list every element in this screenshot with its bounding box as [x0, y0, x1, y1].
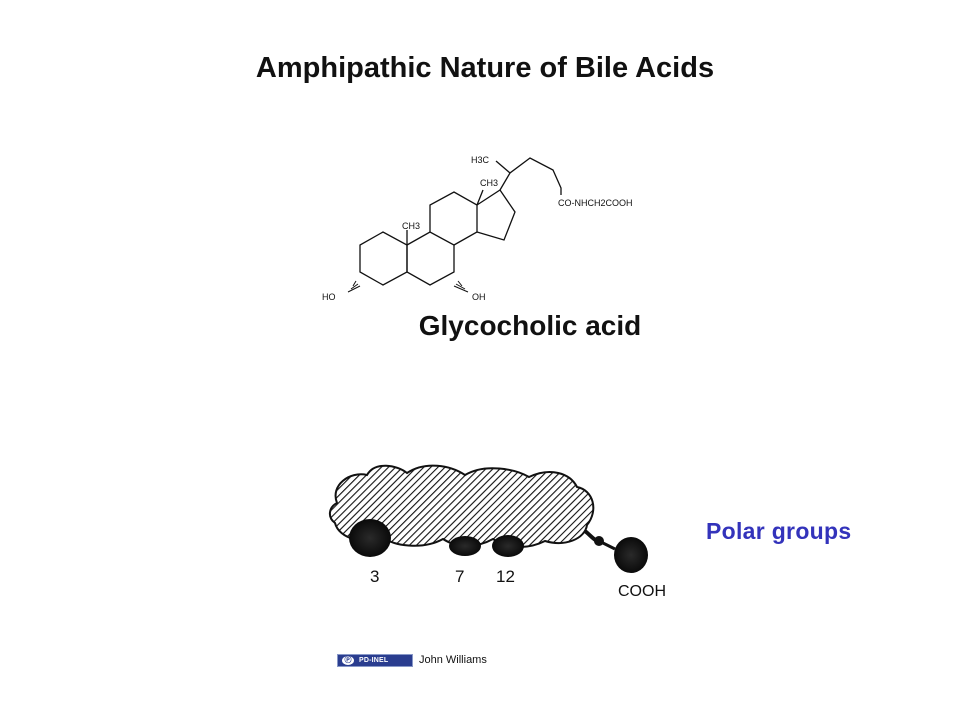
ring-a: [359, 231, 408, 286]
structure-drawing: H3C CH3 CH3 CO-NHCH2COOH HO OH: [322, 155, 633, 302]
slide-title: Amphipathic Nature of Bile Acids: [255, 52, 715, 84]
side-chain-bonds: [499, 157, 562, 195]
h3c-label: H3C: [471, 155, 490, 165]
c21-methyl-bond: [495, 160, 511, 174]
image-credit: Ⓟ PD-INEL John Williams: [337, 653, 487, 667]
public-domain-icon: Ⓟ: [342, 655, 354, 665]
ho-label: HO: [322, 292, 336, 302]
ch3-c19-label: CH3: [402, 221, 420, 231]
c18-methyl-bond: [476, 189, 484, 206]
position-label-3: 3: [370, 567, 380, 586]
credit-author: John Williams: [419, 654, 487, 666]
glycocholic-acid-structure: H3C CH3 CH3 CO-NHCH2COOH HO OH: [310, 140, 660, 310]
badge-text: PD-INEL: [359, 656, 389, 664]
ch3-c18-label: CH3: [480, 178, 498, 188]
compound-name: Glycocholic acid: [418, 310, 642, 341]
ring-b: [406, 231, 455, 286]
oh-label: OH: [472, 292, 486, 302]
amphipathic-model: [315, 455, 675, 595]
side-chain-label: CO-NHCH2COOH: [558, 198, 633, 208]
steroid-rings: [359, 157, 562, 286]
polar-group-cooh: [614, 537, 648, 573]
position-label-7: 7: [455, 567, 465, 586]
polar-groups-label: Polar groups: [706, 518, 852, 544]
bile-acid-cartoon: [329, 464, 648, 573]
ring-c: [429, 191, 478, 246]
tail-bead: [594, 536, 604, 546]
public-domain-badge[interactable]: Ⓟ PD-INEL: [337, 653, 413, 667]
polar-group-3: [349, 519, 391, 557]
ring-d: [476, 189, 516, 241]
polar-group-12: [492, 535, 524, 557]
side-chain-tail-2: [602, 541, 616, 551]
position-label-12: 12: [496, 567, 515, 586]
hashed-bonds: [347, 280, 469, 293]
polar-group-7: [449, 536, 481, 556]
cooh-label: COOH: [618, 583, 666, 600]
